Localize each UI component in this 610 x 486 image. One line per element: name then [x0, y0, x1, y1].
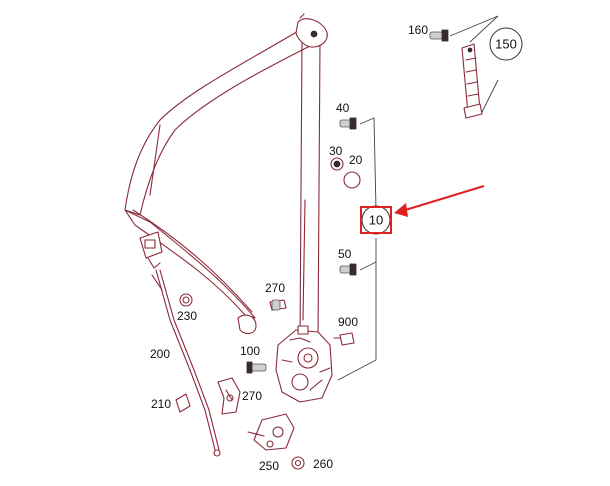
label-20: 20	[349, 153, 363, 167]
callout-150[interactable]: 150	[489, 27, 523, 61]
label-230: 230	[177, 309, 197, 323]
bolt-270-upper[interactable]	[269, 299, 287, 311]
retractor-assembly[interactable]	[275, 325, 333, 403]
label-270-upper: 270	[265, 281, 285, 295]
highlight-arrow	[394, 185, 485, 217]
clip-210[interactable]	[175, 393, 191, 413]
vertical-strap[interactable]	[299, 39, 321, 341]
sensor-900[interactable]	[333, 332, 355, 346]
belt-webbing[interactable]	[124, 29, 319, 319]
cap-20[interactable]	[343, 171, 361, 189]
callout-10-text: 10	[369, 213, 383, 228]
leader-bracket-right	[337, 15, 499, 381]
bolt-50[interactable]	[339, 263, 357, 276]
nut-30[interactable]	[330, 157, 344, 171]
label-50: 50	[338, 247, 352, 261]
label-100: 100	[240, 344, 260, 358]
bolt-40[interactable]	[339, 117, 357, 130]
height-adjuster-150[interactable]	[461, 43, 483, 119]
label-900: 900	[338, 315, 358, 329]
highlight-box	[360, 206, 392, 234]
upper-anchor[interactable]	[295, 13, 328, 48]
label-270-lower: 270	[242, 389, 262, 403]
anchor-250[interactable]	[247, 413, 295, 451]
bracket-270-lower[interactable]	[217, 377, 241, 415]
label-40: 40	[336, 101, 350, 115]
bolt-160[interactable]	[429, 29, 449, 42]
label-30: 30	[329, 144, 343, 158]
buckle-cable-200[interactable]	[151, 269, 221, 457]
label-160: 160	[408, 23, 428, 37]
label-210: 210	[151, 397, 171, 411]
nut-260[interactable]	[291, 456, 305, 470]
lower-belt-end[interactable]	[237, 314, 257, 335]
label-260: 260	[313, 457, 333, 471]
label-250: 250	[259, 459, 279, 473]
buckle-latch[interactable]	[139, 231, 163, 269]
bolt-230[interactable]	[179, 293, 193, 307]
label-200: 200	[150, 347, 170, 361]
callout-150-text: 150	[495, 37, 517, 52]
callout-10[interactable]: 10	[360, 205, 392, 235]
bolt-100[interactable]	[246, 361, 267, 374]
